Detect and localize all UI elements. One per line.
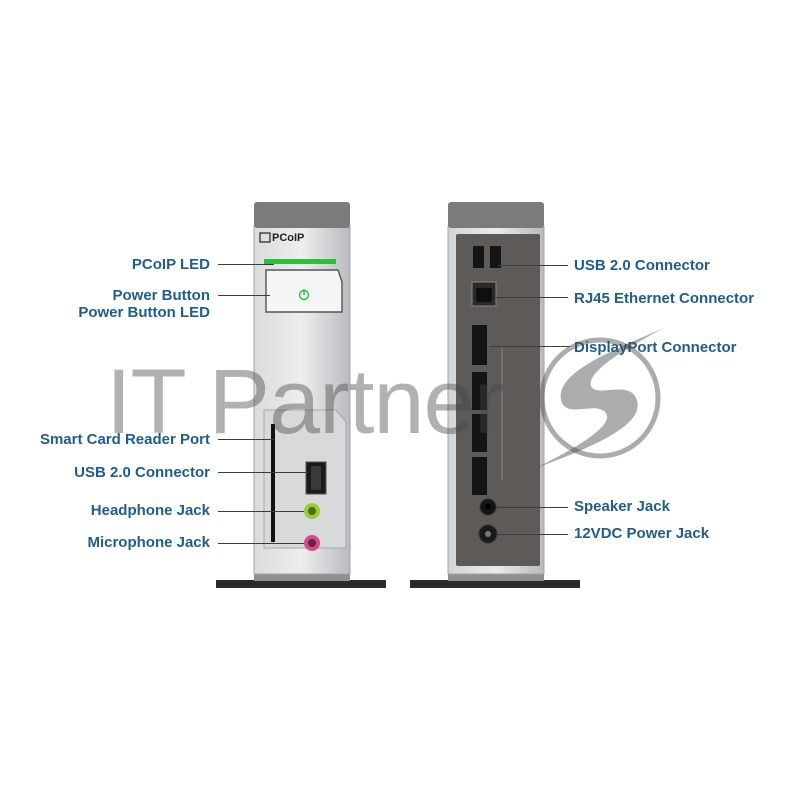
power-button[interactable]: [266, 270, 342, 312]
rear-device-body: [410, 202, 580, 588]
leader-rj45: [496, 297, 568, 298]
leader-displayport: [490, 346, 570, 347]
power-jack-port[interactable]: [479, 525, 497, 543]
label-smart-card: Smart Card Reader Port: [39, 431, 210, 448]
leader-usb-rear: [498, 265, 568, 266]
front-device-body: [216, 202, 386, 588]
leader-speaker: [496, 507, 568, 508]
label-power-jack: 12VDC Power Jack: [574, 525, 710, 542]
leader-microphone: [218, 543, 304, 544]
pcoip-logo: PCoIP: [272, 232, 305, 244]
displayport-4[interactable]: [472, 457, 487, 495]
usb-port-rear-1[interactable]: [473, 246, 484, 268]
watermark-logo-icon: [536, 328, 664, 468]
leader-usb-front: [218, 472, 308, 473]
label-speaker: Speaker Jack: [574, 498, 670, 515]
label-power-button-line1: Power Button: [112, 287, 211, 304]
usb-port-front[interactable]: [306, 462, 326, 494]
leader-pcoip-led: [218, 264, 274, 265]
leader-power-button: [218, 295, 270, 296]
front-device: PCoIP: [216, 200, 386, 590]
rj45-port[interactable]: [472, 282, 496, 306]
label-rj45: RJ45 Ethernet Connector: [574, 290, 755, 307]
speaker-jack-port[interactable]: [480, 499, 496, 515]
rear-device: [410, 200, 580, 590]
label-headphone: Headphone Jack: [90, 502, 210, 519]
leader-smart-card: [218, 439, 274, 440]
label-microphone: Microphone Jack: [87, 534, 210, 551]
label-displayport: DisplayPort Connector: [574, 339, 737, 356]
watermark-text: IT Partner: [106, 351, 504, 453]
leader-power-jack: [496, 534, 568, 535]
label-usb-front: USB 2.0 Connector: [74, 464, 210, 481]
label-power-button-line2: Power Button LED: [78, 304, 210, 321]
label-power-button: Power Button Power Button LED: [78, 287, 210, 321]
leader-headphone: [218, 511, 304, 512]
label-usb-rear: USB 2.0 Connector: [574, 257, 710, 274]
label-pcoip-led: PCoIP LED: [131, 256, 210, 273]
